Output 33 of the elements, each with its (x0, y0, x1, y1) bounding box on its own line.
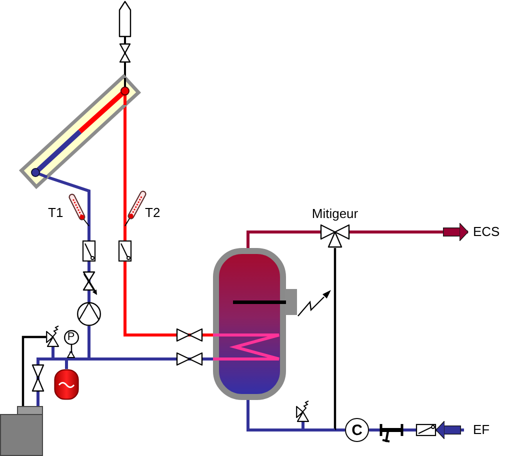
pipe-line (88, 326, 90, 359)
safety-valve (296, 400, 310, 422)
pipe-line (246, 230, 321, 248)
flow-arrow (436, 421, 464, 439)
pipe-line (335, 428, 345, 432)
expansion-vessel (54, 369, 79, 400)
sensor-label: T1 (48, 205, 64, 220)
inlet-label: EF (473, 422, 490, 438)
check-valve (416, 424, 436, 436)
pipe-line (65, 359, 68, 369)
pipe-line (46, 176, 90, 302)
three-way-valve (321, 224, 349, 248)
pipe-line (124, 105, 213, 336)
outlet-label: ECS (473, 224, 500, 240)
pipe-line (303, 428, 335, 432)
water-meter: C (345, 418, 369, 442)
drain-tank (0, 406, 43, 456)
pipe-line (334, 248, 336, 430)
pipe-line (22, 336, 46, 406)
safety-valve (46, 325, 60, 347)
flow-arrow (67, 351, 75, 359)
air-vent (119, 1, 131, 37)
storage-tank (213, 248, 286, 400)
pipe-line (52, 347, 54, 359)
valve-label: Mitigeur (312, 206, 358, 221)
pipe-line (246, 400, 303, 432)
pump (77, 302, 101, 326)
flow-arrow (349, 223, 468, 241)
pipe-line (53, 358, 66, 360)
pipe-line (124, 37, 126, 78)
pipe-line (302, 422, 304, 430)
pipe-line (66, 358, 71, 360)
sensor-label: T2 (145, 205, 160, 220)
